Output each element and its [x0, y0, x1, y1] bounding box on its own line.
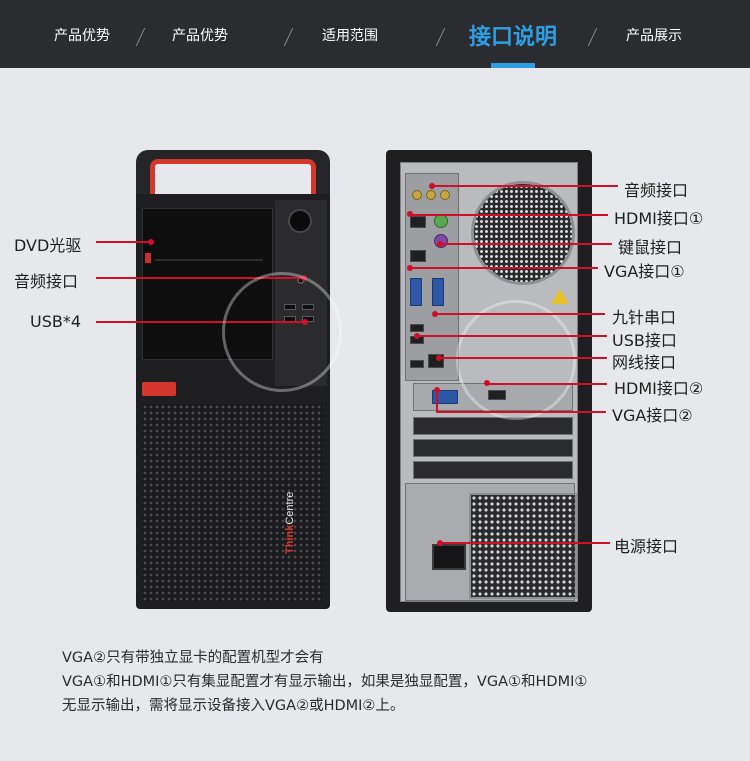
warning-icon: [551, 289, 569, 304]
callout-line-rear-audio: [432, 185, 618, 187]
label-ps2: 键鼠接口: [618, 238, 683, 257]
hdmi-port: [410, 216, 426, 228]
vga-port-2: [432, 390, 458, 404]
label-front-usb: USB*4: [30, 312, 82, 331]
top-nav: 产品优势 产品优势 适用范围 接口说明 产品展示: [0, 0, 750, 68]
callout-line-vga2: [436, 411, 606, 413]
note-line: VGA①和HDMI①只有集显配置才有显示输出，如果是独显配置，VGA①和HDMI…: [62, 674, 588, 690]
audio-jack: [426, 190, 436, 200]
label-front-audio: 音频接口: [14, 272, 79, 291]
callout-line-power: [440, 542, 610, 544]
nav-separator: [135, 28, 146, 46]
callout-line-hdmi2: [487, 383, 607, 385]
callout-line-dvd: [96, 241, 152, 243]
ps2-mouse-port: [434, 214, 448, 228]
callout-line-front-audio: [96, 277, 304, 279]
callout-line-front-usb: [96, 321, 306, 323]
label-hdmi2: HDMI接口②: [614, 379, 704, 398]
callout-line-serial: [435, 313, 605, 315]
audio-jack: [412, 190, 422, 200]
power-socket-icon: [432, 544, 466, 570]
tab-product-display[interactable]: 产品展示: [626, 28, 682, 44]
tab-application-scope[interactable]: 适用范围: [322, 28, 378, 44]
label-dvd-drive: DVD光驱: [14, 236, 82, 255]
audio-jack: [440, 190, 450, 200]
label-power: 电源接口: [614, 537, 679, 556]
front-mesh-grille: [142, 404, 324, 602]
power-button-icon: [288, 209, 312, 233]
dvd-eject-indicator: [145, 253, 151, 263]
callout-line-lan: [439, 357, 607, 359]
callout-line-ps2: [440, 243, 612, 245]
tab-interface-description[interactable]: 接口说明: [468, 25, 557, 50]
case-handle: [136, 150, 330, 199]
callout-line-vga2-vertical: [436, 390, 438, 412]
thinkcentre-logo: ThinkCentre: [284, 491, 296, 554]
tab-product-advantage-2[interactable]: 产品优势: [172, 28, 228, 44]
callout-line-vga1: [410, 267, 598, 269]
vga-port: [410, 278, 422, 306]
label-lan: 网线接口: [612, 353, 677, 372]
usb-port: [410, 324, 424, 332]
label-hdmi1: HDMI接口①: [614, 209, 704, 228]
label-rear-audio: 音频接口: [624, 181, 689, 200]
nav-separator: [587, 28, 598, 46]
seal-watermark: [222, 272, 342, 392]
callout-dot-dvd: [148, 239, 154, 245]
dvd-tray-slot: [155, 259, 263, 261]
expansion-slot-cover: [413, 417, 573, 435]
front-panel-body: ThinkCentre: [136, 194, 330, 609]
label-rear-usb: USB接口: [612, 331, 677, 350]
tab-product-advantage-1[interactable]: 产品优势: [54, 28, 110, 44]
red-accent-tab: [142, 382, 176, 396]
rear-io-shield: [405, 173, 459, 381]
note-line: VGA②只有带独立显卡的配置机型才会有: [62, 650, 324, 666]
expansion-slot-cover: [413, 461, 573, 479]
label-vga1: VGA接口①: [604, 262, 685, 281]
seal-watermark: [456, 300, 576, 420]
callout-line-rear-usb: [417, 335, 607, 337]
usb-port: [410, 360, 424, 368]
notes-block: VGA②只有带独立显卡的配置机型才会有 VGA①和HDMI①只有集显配置才有显示…: [62, 646, 742, 718]
label-serial: 九针串口: [612, 308, 677, 327]
nav-separator: [283, 28, 294, 46]
label-vga2: VGA接口②: [612, 406, 693, 425]
rear-fan-grille: [471, 181, 575, 285]
active-tab-indicator: [491, 63, 535, 68]
serial-port: [432, 278, 444, 306]
displayport-port: [410, 250, 426, 262]
red-handle-trim: [150, 159, 316, 199]
psu-fan-grille: [469, 493, 577, 599]
nav-separator: [435, 28, 446, 46]
expansion-slot-cover: [413, 439, 573, 457]
note-line: 无显示输出，需将显示设备接入VGA②或HDMI②上。: [62, 698, 405, 714]
callout-line-hdmi1: [410, 214, 608, 216]
